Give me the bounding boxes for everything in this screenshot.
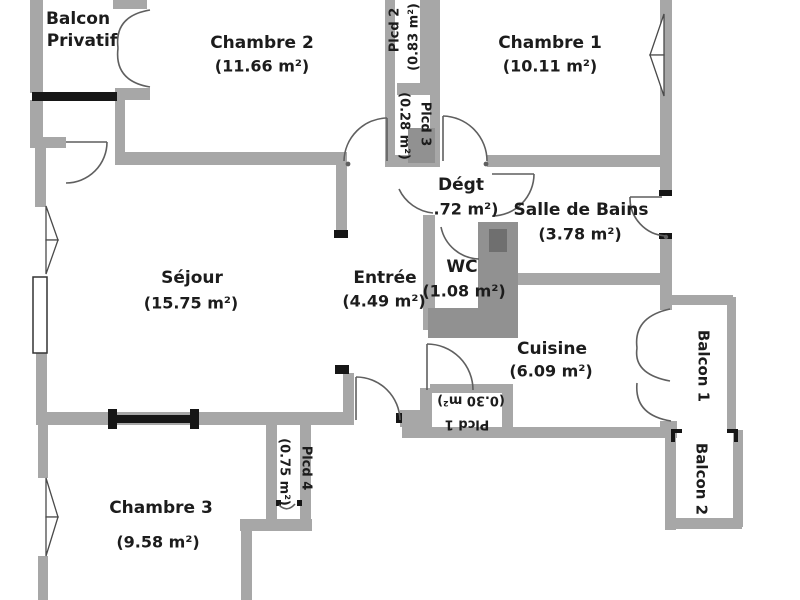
door-jamb	[276, 500, 281, 506]
chambre1-window-symbol	[649, 13, 665, 97]
chambre3-label: Chambre 3	[109, 498, 213, 518]
window-symbols-group	[45, 13, 665, 557]
chambre3-area: (9.58 m²)	[116, 533, 199, 552]
balcony-post	[727, 429, 738, 433]
doors-group	[65, 9, 672, 510]
walls-group	[30, 0, 743, 600]
window-bar-cap	[108, 409, 117, 429]
chambre2-door	[343, 117, 388, 167]
plcd3-label: Plcd 3	[418, 102, 433, 147]
wc-cistern-fixture	[489, 229, 507, 252]
wall-cap	[335, 365, 349, 374]
balcony-post	[671, 433, 675, 442]
salle-de-bains-label: Salle de Bains	[514, 200, 649, 220]
door-jamb	[297, 500, 302, 506]
plcd4-label: Plcd 4	[299, 446, 314, 491]
chambre1-area: (10.11 m²)	[503, 57, 597, 76]
degt-entree-door	[398, 188, 434, 214]
balcon-privatif-label-line2: Privatif	[47, 31, 118, 51]
plcd1-area: (0.30 m²)	[437, 393, 505, 408]
sejour-balcony-door	[65, 141, 108, 184]
sejour-label: Séjour	[161, 268, 223, 288]
door-jamb	[659, 190, 672, 196]
sejour-window-bar	[110, 415, 198, 423]
wall-cap	[334, 230, 348, 238]
chambre2-label: Chambre 2	[210, 33, 314, 53]
chambre1-label: Chambre 1	[498, 33, 602, 53]
balcon-privatif-window-bar	[32, 92, 117, 101]
wc-base-fixture	[428, 308, 518, 338]
entree-area: (4.49 m²)	[342, 292, 425, 311]
entree-label: Entrée	[353, 268, 416, 288]
plcd2-label: Plcd 2	[388, 8, 403, 53]
plcd1-label: Plcd 1	[445, 417, 490, 432]
sejour-window-symbol	[45, 205, 59, 275]
balcon-privatif-label-line1: Balcon	[46, 9, 110, 29]
sejour-wall-window	[32, 276, 48, 354]
balcony-post	[734, 433, 738, 442]
cuisine-label: Cuisine	[517, 339, 587, 359]
salle-de-bains-window-door	[629, 196, 669, 240]
balcony-post	[671, 429, 682, 433]
degt-label: Dégt	[438, 175, 484, 195]
salle-de-bains-area: (3.78 m²)	[538, 225, 621, 244]
salle-de-bains-door	[491, 173, 535, 217]
wc-label: WC	[446, 257, 477, 277]
cuisine-door	[426, 343, 474, 391]
chambre3-window-symbol	[45, 477, 59, 557]
sejour-area: (15.75 m²)	[144, 294, 238, 313]
window-bar-cap	[190, 409, 199, 429]
labels-group: Balcon Privatif Chambre 2 (11.66 m²) Cha…	[46, 3, 713, 551]
fixtures-group	[408, 128, 518, 338]
balcon-privatif-double-door	[116, 9, 151, 88]
degt-area: .72 m²)	[434, 200, 499, 219]
cuisine-balcony-doors	[635, 308, 672, 422]
cuisine-area: (6.09 m²)	[509, 362, 592, 381]
plcd4-door	[278, 503, 296, 510]
chambre2-area: (11.66 m²)	[215, 57, 309, 76]
wc-door	[440, 226, 480, 260]
front-door	[355, 376, 401, 421]
chambre1-door	[442, 115, 489, 167]
wc-area: (1.08 m²)	[422, 282, 505, 301]
balcon2-label: Balcon 2	[693, 443, 711, 515]
plcd2-area: (0.83 m²)	[407, 3, 422, 71]
balcon1-label: Balcon 1	[695, 330, 713, 402]
plcd3-area: (0.28 m²)	[397, 92, 412, 160]
plcd4-area: (0.75 m²)	[277, 438, 292, 506]
door-stop	[396, 413, 402, 423]
plcd3-shelf-fixture	[408, 128, 435, 163]
